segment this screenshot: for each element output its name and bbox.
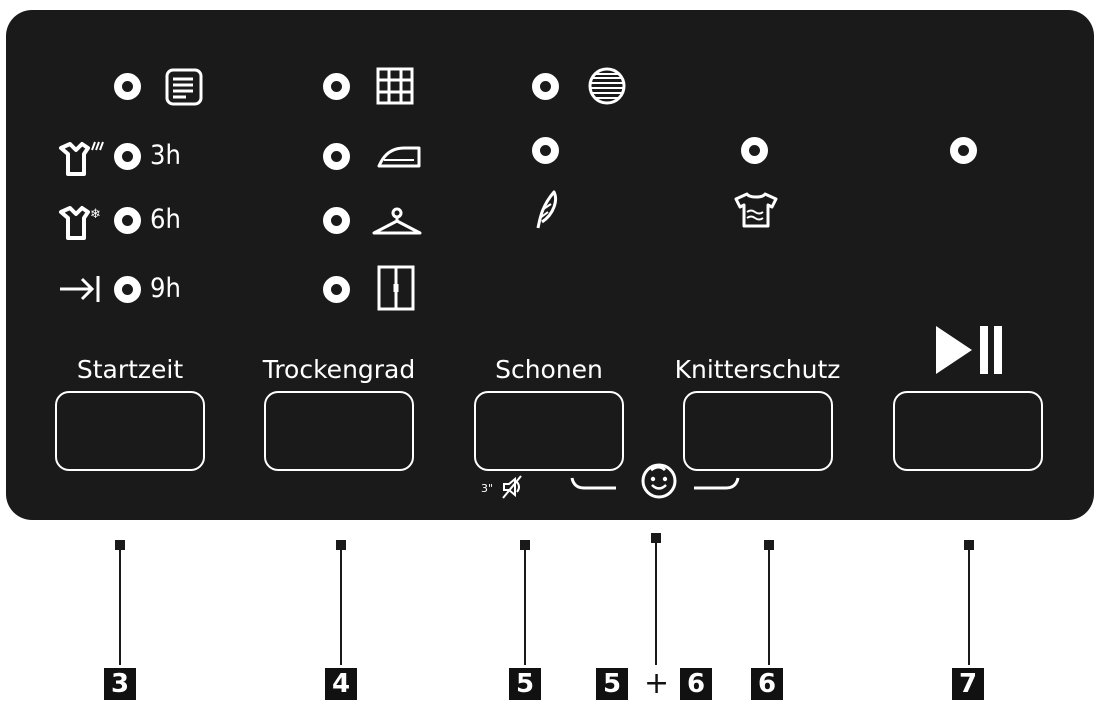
shirt-wave-icon [733,190,779,234]
startzeit-label-9h: 9h [150,273,181,304]
callout-line-7 [968,550,970,665]
bracket-right-icon [692,474,740,498]
callout-number-3: 3 [104,668,136,700]
startzeit-led-3h [114,143,141,170]
knitterschutz-button[interactable] [683,391,833,471]
start-pause-led [950,137,977,164]
startzeit-led-9h [114,276,141,303]
startzeit-label-6h: 6h [150,204,181,235]
svg-text:❄: ❄ [90,207,101,222]
startzeit-label: Startzeit [76,355,184,384]
callout-plus: + [644,666,670,701]
trockengrad-led-3 [323,207,350,234]
arrow-to-end-icon [58,272,104,310]
startzeit-button[interactable] [55,391,205,471]
trockengrad-label: Trockengrad [262,355,416,384]
callout-marker-7 [964,540,974,550]
startzeit-label-3h: 3h [150,140,181,171]
callout-line-4 [340,550,342,665]
callout-number-4: 4 [325,668,357,700]
callout-line-5-6 [655,543,657,665]
grid-icon [375,66,415,110]
callout-line-5 [524,550,526,665]
callout-marker-6 [764,540,774,550]
signal-off-hint: 3" [481,482,494,495]
callout-number-combo-5: 5 [596,668,628,700]
trockengrad-led-1 [323,73,350,100]
callout-number-combo-6: 6 [680,668,712,700]
shirt-heat-icon [58,140,104,184]
shirt-snow-icon: ❄ [58,204,104,248]
play-pause-icon [932,322,1008,382]
schonen-led-2 [532,137,559,164]
callout-number-6: 6 [751,668,783,700]
startzeit-led-1 [114,73,141,100]
callout-line-3 [119,550,121,665]
callout-marker-4 [336,540,346,550]
knitterschutz-label: Knitterschutz [674,355,841,384]
startzeit-led-6h [114,207,141,234]
feather-icon [530,188,560,236]
bracket-left-icon [570,474,618,498]
iron-icon [376,140,422,174]
start-pause-button[interactable] [893,391,1043,471]
callout-line-6 [768,550,770,665]
knitterschutz-led [741,137,768,164]
schonen-label: Schonen [495,355,603,384]
callout-marker-3 [115,540,125,550]
sound-off-icon [500,474,524,504]
callout-marker-5-6 [651,533,661,543]
trockengrad-button[interactable] [264,391,414,471]
washing-list-icon [164,67,206,113]
callout-number-5: 5 [509,668,541,700]
schonen-button[interactable] [474,391,624,471]
callout-marker-5 [520,540,530,550]
hanger-icon [370,205,424,243]
child-face-icon [637,460,681,504]
trockengrad-led-2 [323,143,350,170]
wardrobe-icon [376,264,416,316]
schonen-led-1 [532,73,559,100]
callout-number-7: 7 [952,668,984,700]
trockengrad-led-4 [323,276,350,303]
drum-icon [587,66,627,110]
